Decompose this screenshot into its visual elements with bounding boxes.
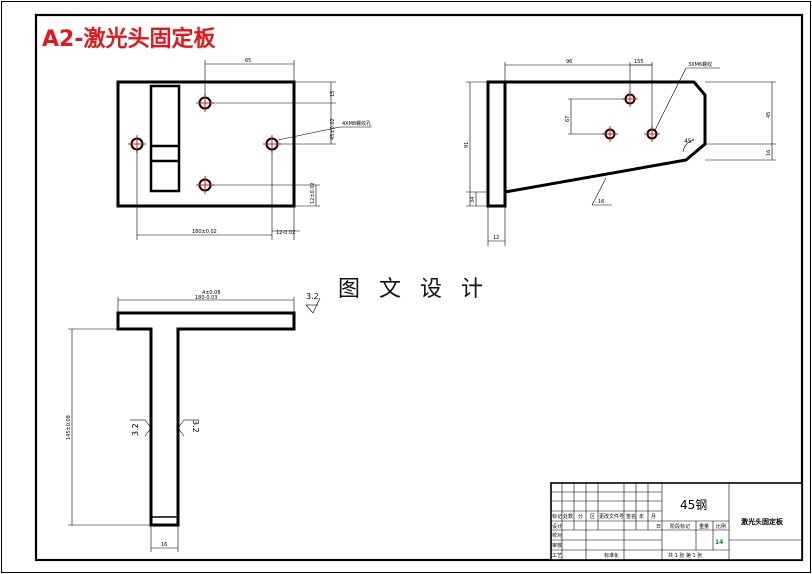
dim-v2-radius: 16 xyxy=(598,199,604,205)
dim-v2-top-long: 96 xyxy=(566,59,572,65)
dim-v1-right-top: 15 xyxy=(330,91,336,97)
dim-v2-right-top: 45 xyxy=(766,112,772,118)
callout-v2-threads: 3XM6螺纹 xyxy=(688,61,712,68)
rough-right: 3.2 xyxy=(191,420,200,433)
hole-bottom xyxy=(196,176,214,194)
dim-v3-left: 145±0.08 xyxy=(66,415,72,440)
view-t-section: 4±0.08 180-0.03 145±0.08 16 3.2 3.2 3.2 xyxy=(66,290,321,552)
tb-row-review: 审核 xyxy=(552,542,562,549)
bracket-arm xyxy=(504,80,707,194)
dim-v2-bottom-width: 12 xyxy=(493,235,499,241)
tb-header-9: 日 xyxy=(656,524,661,530)
title-block: 45钢 激光头固定板 标记 处数 分 区 更改文件号 签名 年 月 日 设计 校… xyxy=(550,482,803,561)
tb-part-name: 激光头固定板 xyxy=(741,517,784,526)
tb-sheet: 共 1 张 第 1 张 xyxy=(668,552,702,559)
tb-header-7: 年 xyxy=(639,513,644,520)
dim-v1-right-low: 12±0.02 xyxy=(310,182,316,204)
dim-v2-right-bottom: 16 xyxy=(766,150,772,156)
callout-v1-threads: 4XM8螺纹孔 xyxy=(342,120,371,127)
tb-material: 45钢 xyxy=(680,498,707,512)
tb-header-8: 月 xyxy=(651,514,656,520)
bracket-hole-3 xyxy=(644,126,660,142)
tb-scale: 比例 xyxy=(716,523,726,530)
tb-header-2: 处数 xyxy=(563,513,573,520)
tb-header-3: 分 xyxy=(578,513,583,520)
hole-top xyxy=(196,94,214,112)
tb-row-design: 设计 xyxy=(552,523,562,530)
tb-header-1: 标记 xyxy=(552,513,562,520)
dim-v2-inner: 67 xyxy=(565,116,571,122)
dim-v1-corner: 12-0.02 xyxy=(276,230,295,236)
plate-slot-column xyxy=(149,84,181,193)
dim-v3-bottom: 16 xyxy=(161,542,167,548)
dim-v2-top-short: 155 xyxy=(634,59,644,65)
tb-std: 标准化 xyxy=(604,552,619,559)
drawing-title: A2-激光头固定板 xyxy=(42,26,216,52)
tb-stage: 阶段标记 xyxy=(670,523,690,530)
dim-v2-bottom-left: 34 xyxy=(470,197,476,203)
dim-v1-right-mid: 45±0.02 xyxy=(330,118,336,140)
watermark-text: 图 文 设 计 xyxy=(338,277,489,302)
tb-quantity: 14 xyxy=(715,539,723,546)
view-front-plate: 65 15 45±0.02 12±0.02 180±0.02 12-0.02 4… xyxy=(116,58,372,240)
sheet-inner-frame xyxy=(34,13,804,562)
dim-v2-angle: 45° xyxy=(684,138,695,145)
dim-v3-top-2: 180-0.03 xyxy=(195,295,217,301)
dim-v1-top: 65 xyxy=(245,58,251,64)
tb-row-process: 工艺 xyxy=(552,553,562,559)
bracket-hole-2 xyxy=(602,126,618,142)
tb-weight: 重量 xyxy=(699,523,709,530)
view-side-bracket: 96 155 91 67 34 12 45 16 45° 16 3XM6螺纹 xyxy=(464,59,776,246)
t-section-outline xyxy=(116,311,296,527)
watermark-backing xyxy=(333,270,481,304)
tb-row-check: 校对 xyxy=(552,532,562,539)
tb-header-5: 更改文件号 xyxy=(599,513,624,520)
bracket-base xyxy=(486,80,507,208)
dim-v3-top-1: 4±0.08 xyxy=(202,290,221,296)
dim-v1-bottom: 180±0.02 xyxy=(192,229,217,235)
tb-header-4: 区 xyxy=(590,514,595,520)
dim-v2-left: 91 xyxy=(464,142,470,148)
rough-top: 3.2 xyxy=(306,292,319,301)
rough-left: 3.2 xyxy=(131,423,140,436)
tb-header-6: 签名 xyxy=(626,513,636,520)
